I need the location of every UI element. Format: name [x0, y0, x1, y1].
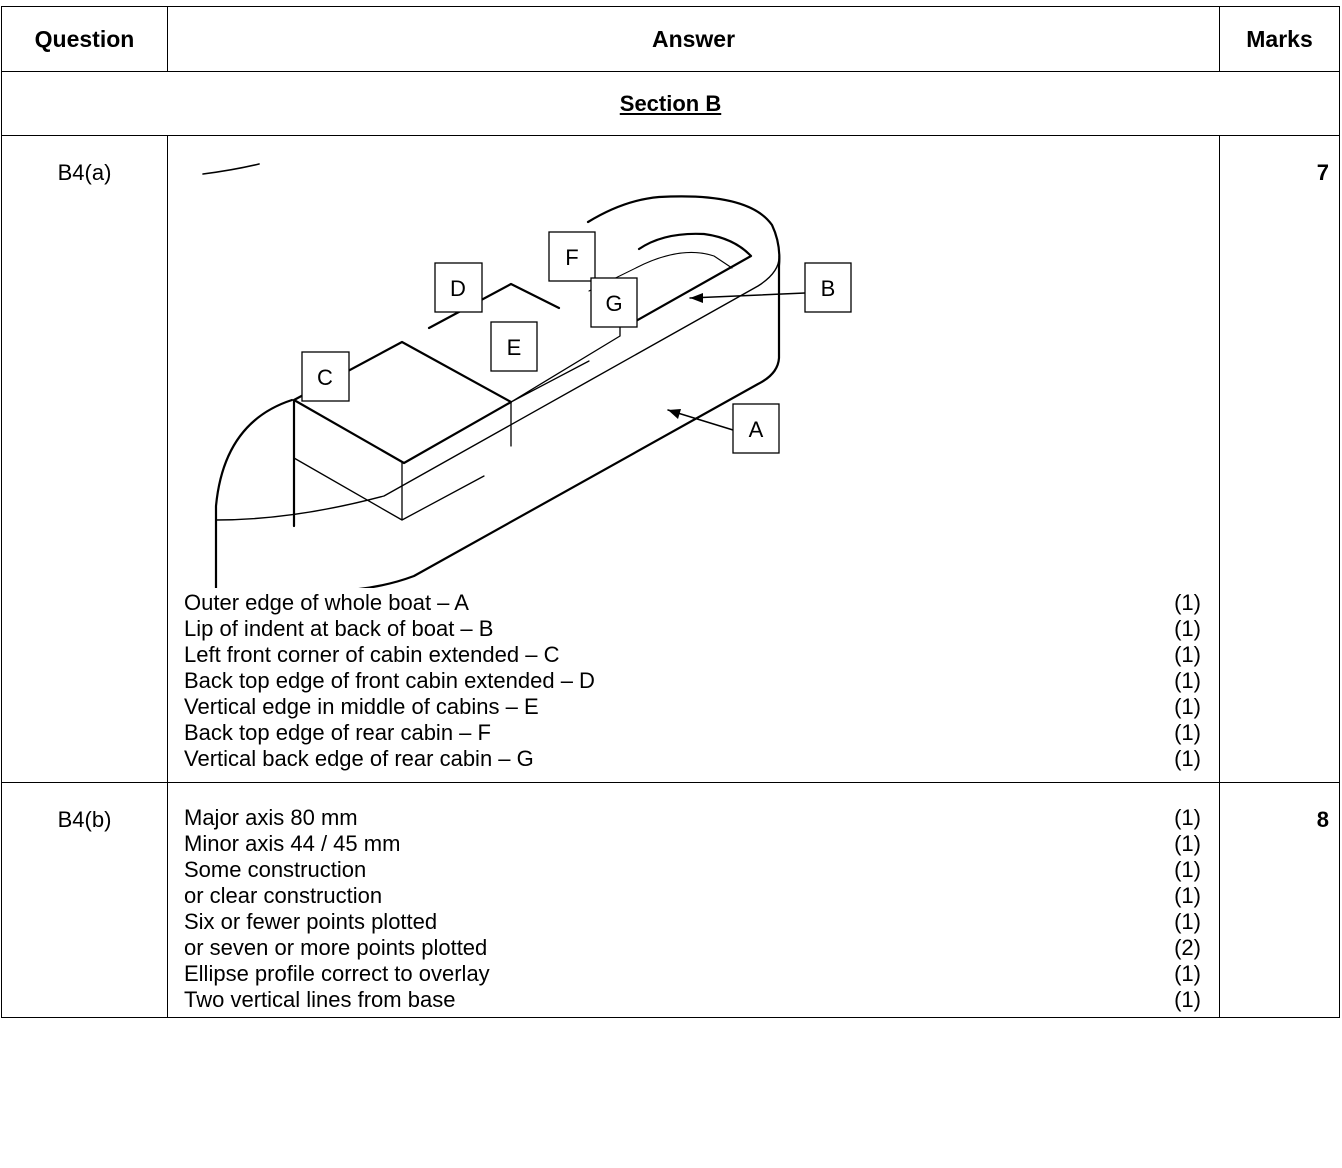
mark-point: Major axis 80 mm (1): [184, 805, 1203, 831]
mark-point-value: (1): [1174, 961, 1201, 986]
label-e-text: E: [507, 335, 522, 360]
mark-point: Two vertical lines from base (1): [184, 987, 1203, 1013]
question-number: B4(a): [1, 135, 168, 783]
mark-points-list: Major axis 80 mm (1) Minor axis 44 / 45 m…: [184, 783, 1203, 1017]
section-row: Section B: [1, 71, 1340, 136]
label-c: C: [301, 351, 350, 402]
lip-of-indent: [625, 232, 753, 328]
mark-point-text: Minor axis 44 / 45 mm: [184, 831, 401, 856]
mark-point-text: Vertical back edge of rear cabin – G: [184, 746, 534, 771]
section-title: Section B: [619, 90, 722, 116]
mark-point-value: (1): [1174, 831, 1201, 856]
mark-point: Ellipse profile correct to overlay (1): [184, 961, 1203, 987]
mark-point-value: (2): [1174, 935, 1201, 960]
answer-cell: A B C D E: [167, 135, 1220, 783]
mark-point-value: (1): [1174, 805, 1201, 830]
mark-point-value: (1): [1174, 616, 1201, 641]
question-row-b4b: B4(b) Major axis 80 mm (1) Minor axis 44 …: [1, 782, 1340, 1018]
question-number: B4(b): [1, 782, 168, 1018]
mark-point: or clear construction (1): [184, 883, 1203, 909]
question-row-b4a: B4(a): [1, 135, 1340, 783]
mark-point-text: Some construction: [184, 857, 367, 882]
mark-point-text: Major axis 80 mm: [184, 805, 358, 830]
inner-indent: [588, 251, 733, 292]
header-row: Question Answer Marks: [1, 6, 1340, 72]
label-g-text: G: [605, 291, 622, 316]
label-e: E: [490, 321, 538, 372]
mark-point-value: (1): [1174, 909, 1201, 934]
mark-point-value: (1): [1174, 987, 1201, 1012]
label-d: D: [434, 262, 483, 313]
label-g: G: [590, 277, 638, 328]
mark-point: Minor axis 44 / 45 mm (1): [184, 831, 1203, 857]
marks-value: 7: [1219, 135, 1340, 783]
arrow-a-head: [668, 409, 681, 419]
mark-point-text: Back top edge of rear cabin – F: [184, 720, 491, 745]
mark-point: Left front corner of cabin extended – C (…: [184, 642, 1203, 668]
hull-outline: [214, 195, 781, 588]
section-title-cell: Section B: [1, 71, 1340, 136]
mark-point-text: or seven or more points plotted: [184, 935, 488, 960]
mark-point: Back top edge of front cabin extended – …: [184, 668, 1203, 694]
mark-point-text: Two vertical lines from base: [184, 987, 456, 1012]
mark-point-text: Ellipse profile correct to overlay: [184, 961, 490, 986]
mark-point-value: (1): [1174, 694, 1201, 719]
mark-point-text: Back top edge of front cabin extended – …: [184, 668, 595, 693]
arrow-b-head: [690, 293, 703, 303]
mark-point: Outer edge of whole boat – A (1): [184, 590, 1203, 616]
mark-point: Lip of indent at back of boat – B (1): [184, 616, 1203, 642]
label-f-text: F: [565, 245, 578, 270]
mark-point: Six or fewer points plotted (1): [184, 909, 1203, 935]
mark-point: Vertical back edge of rear cabin – G (1): [184, 746, 1203, 772]
question-header: Question: [1, 6, 168, 72]
mark-point-text: Six or fewer points plotted: [184, 909, 438, 934]
mark-scheme-table: Question Answer Marks Section B B4(a): [1, 6, 1340, 1018]
mark-point-value: (1): [1174, 720, 1201, 745]
mark-point: Vertical edge in middle of cabins – E (1): [184, 694, 1203, 720]
mark-point: or seven or more points plotted (2): [184, 935, 1203, 961]
label-a-text: A: [749, 417, 764, 442]
mark-point-text: Lip of indent at back of boat – B: [184, 616, 494, 641]
label-a: A: [732, 403, 780, 454]
mark-point: Back top edge of rear cabin – F (1): [184, 720, 1203, 746]
marks-value: 8: [1219, 782, 1340, 1018]
marks-header: Marks: [1219, 6, 1340, 72]
boat-diagram: A B C D E: [202, 163, 852, 588]
mark-point-value: (1): [1174, 642, 1201, 667]
mark-point-text: or clear construction: [184, 883, 383, 908]
deck-edge: [215, 255, 780, 521]
label-f: F: [548, 231, 596, 282]
front-cabin-edges: [293, 401, 512, 521]
mark-point-text: Outer edge of whole boat – A: [184, 590, 469, 615]
mark-point-value: (1): [1174, 857, 1201, 882]
mark-point-text: Left front corner of cabin extended – C: [184, 642, 560, 667]
mark-point-value: (1): [1174, 883, 1201, 908]
label-c-text: C: [317, 365, 333, 390]
mark-points-list: Outer edge of whole boat – A (1) Lip of i…: [184, 588, 1203, 782]
label-d-text: D: [450, 276, 466, 301]
mark-point-text: Vertical edge in middle of cabins – E: [184, 694, 539, 719]
arrow-b-line: [689, 292, 806, 299]
mark-point-value: (1): [1174, 746, 1201, 771]
mark-point-value: (1): [1174, 590, 1201, 615]
answer-header: Answer: [167, 6, 1220, 72]
stray-mark: [202, 163, 260, 175]
mark-point: Some construction (1): [184, 857, 1203, 883]
label-b-text: B: [821, 276, 836, 301]
answer-cell: Major axis 80 mm (1) Minor axis 44 / 45 m…: [167, 782, 1220, 1018]
mark-point-value: (1): [1174, 668, 1201, 693]
label-b: B: [804, 262, 852, 313]
